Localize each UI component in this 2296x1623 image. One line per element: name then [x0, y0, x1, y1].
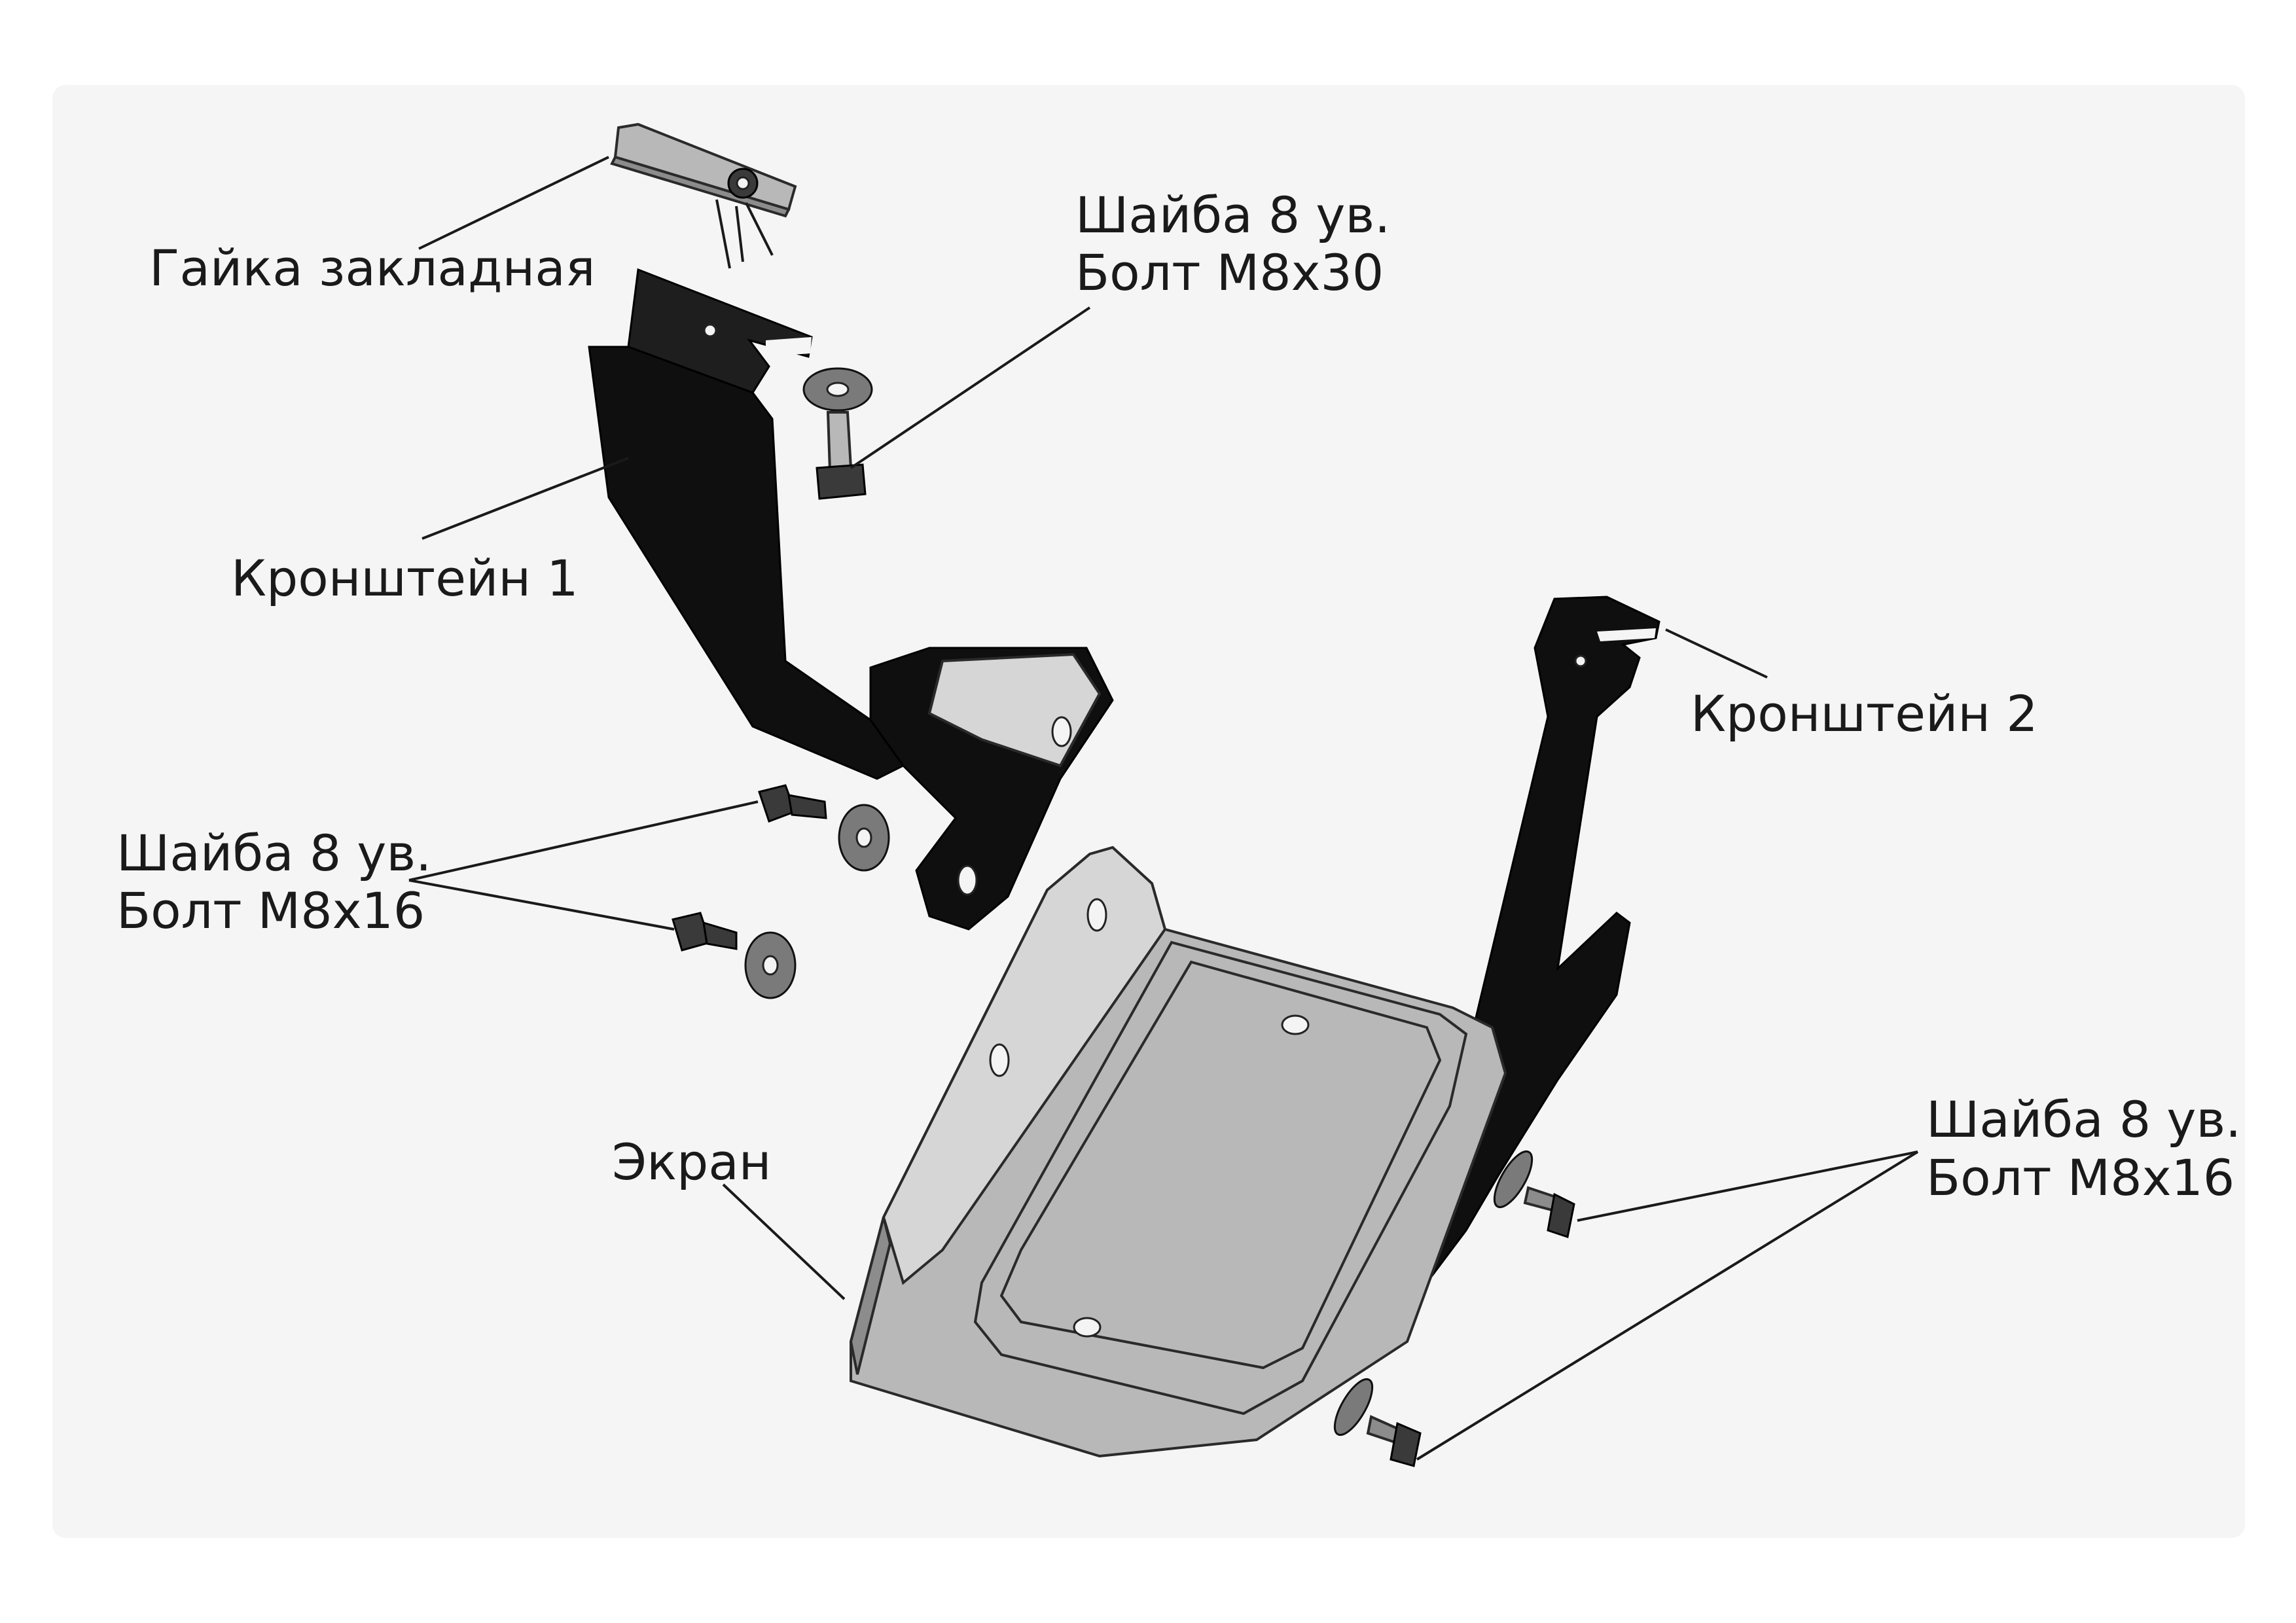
insert-nut-part [610, 122, 797, 269]
bolt-m8x16-right-upper [1493, 1150, 1575, 1238]
label-left-bolts-line1: Шайба 8 ув. [117, 824, 431, 882]
bracket-1-part [588, 268, 1114, 931]
label-bracket-2: Кронштейн 2 [1691, 685, 2038, 743]
bolt-m8x16-right-lower [1333, 1378, 1422, 1467]
leader-screen [722, 1183, 846, 1300]
label-right-bolts-line1: Шайба 8 ув. [1926, 1090, 2241, 1149]
leader-insert-nut [418, 156, 609, 250]
bolt-m8x30-with-washer [802, 367, 873, 500]
label-bracket-1: Кронштейн 1 [231, 549, 579, 607]
label-bolt-m8x30-line1: Шайба 8 ув. [1075, 186, 1390, 244]
label-left-bolts-line2: Болт M8x16 [117, 882, 425, 940]
label-bolt-m8x30-line2: Болт M8x30 [1075, 243, 1384, 302]
drawing-background [52, 85, 2245, 1538]
leader-bracket-2 [1665, 628, 1768, 679]
bolt-m8x16-left-lower [672, 912, 797, 999]
label-right-bolts-line2: Болт M8x16 [1926, 1149, 2234, 1207]
bolt-m8x16-left-upper [758, 784, 890, 872]
label-screen: Экран [612, 1133, 771, 1191]
leader-right-bolts-upper [1577, 1150, 1918, 1222]
leader-bolt-m8x30 [850, 306, 1091, 469]
leader-left-bolts-lower [408, 879, 675, 931]
label-insert-nut: Гайка закладная [149, 239, 596, 297]
leader-right-bolts-lower [1416, 1150, 1919, 1461]
leader-bracket-1 [422, 457, 629, 540]
leader-left-bolts-upper [408, 800, 759, 882]
screen-part [849, 846, 1507, 1458]
